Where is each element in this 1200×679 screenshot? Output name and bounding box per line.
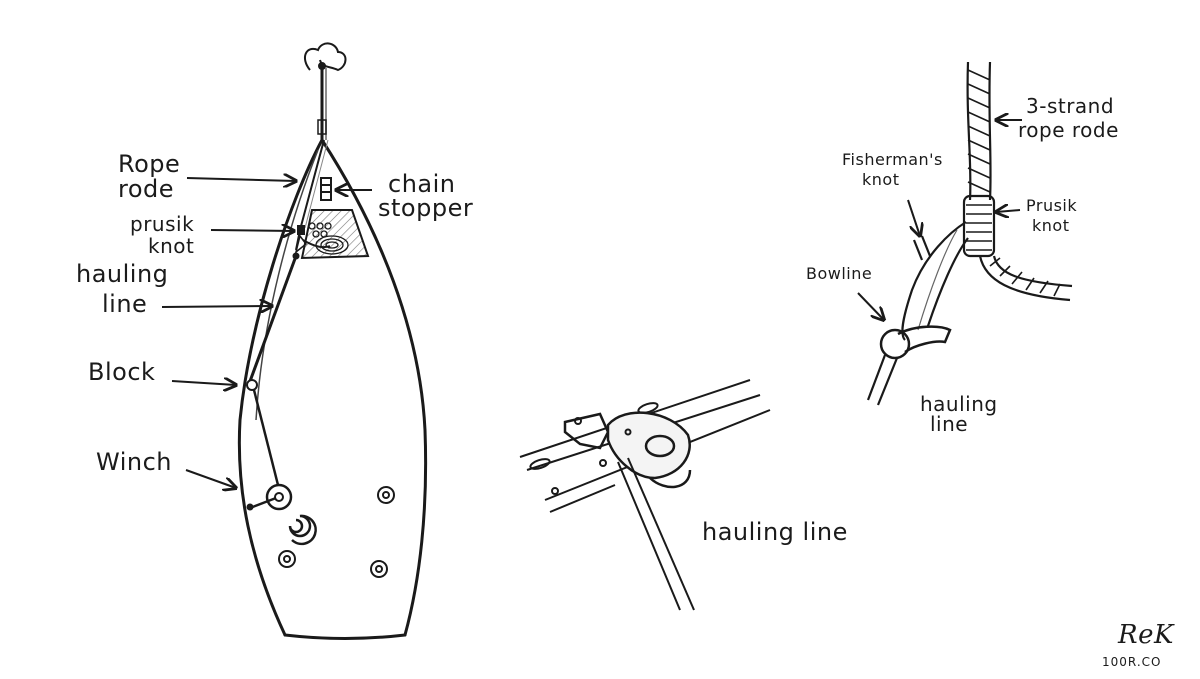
label-fishermans-knot-line2: knot — [862, 170, 900, 189]
block-icon — [246, 379, 258, 391]
label-prusik-knot-detail-line1: Prusik — [1026, 196, 1078, 215]
label-chain-stopper-line2: stopper — [378, 194, 474, 222]
label-fishermans-knot-line1: Fisherman's — [842, 150, 943, 169]
label-prusik-knot-line2: knot — [148, 234, 195, 258]
label-arrows — [161, 178, 372, 488]
label-block: Block — [88, 358, 156, 386]
label-hauling-line-line2: line — [102, 290, 148, 318]
label-3-strand-line2: rope rode — [1018, 118, 1119, 142]
winch-icon — [246, 483, 317, 546]
block-on-track-illustration — [519, 379, 771, 611]
anchor-icon — [303, 42, 347, 140]
chain-stopper — [320, 177, 332, 201]
label-rope-rode-line2: rode — [118, 175, 175, 203]
label-knot-hauling-line2: line — [930, 412, 969, 436]
label-prusik-knot-line1: prusik — [130, 212, 195, 236]
signature-initials: ReK — [1118, 620, 1174, 650]
label-rope-rode-line1: Rope — [118, 150, 181, 178]
label-winch: Winch — [96, 448, 172, 476]
label-hauling-line-line1: hauling — [76, 260, 169, 288]
label-3-strand-line1: 3-strand — [1026, 94, 1115, 118]
boat-hull — [237, 138, 428, 640]
label-knot-hauling-line1: hauling — [920, 392, 998, 416]
knot-label-arrows — [857, 120, 1022, 320]
hauling-line-path — [247, 255, 298, 385]
knot-detail-illustration — [866, 61, 1073, 406]
deck-fittings — [278, 486, 395, 578]
label-bowline: Bowline — [806, 264, 873, 283]
anchor-locker — [300, 209, 370, 260]
signature-site: 100R.CO — [1102, 655, 1162, 669]
label-block-hauling-line: hauling line — [702, 518, 848, 546]
gunwale-line — [255, 149, 319, 421]
label-chain-stopper-line1: chain — [388, 170, 456, 198]
label-prusik-knot-detail-line2: knot — [1032, 216, 1070, 235]
